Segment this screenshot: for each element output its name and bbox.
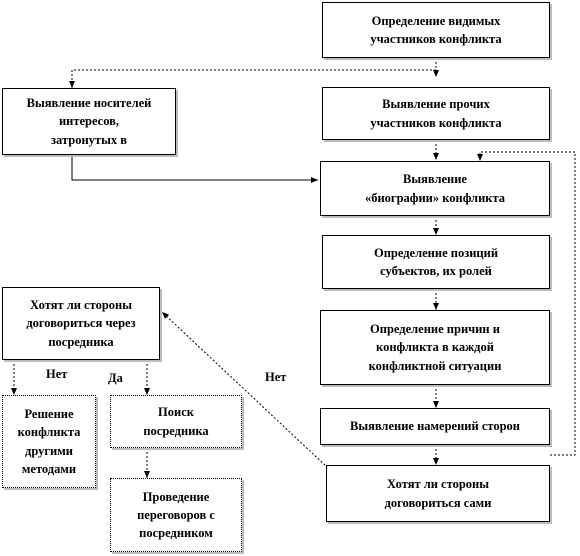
box-find-mediator: Поиск посредника	[110, 395, 242, 448]
box-other-methods: Решение конфликта другими методами	[2, 395, 96, 488]
box-conflict-biography: Выявление «биографии» конфликта	[320, 161, 550, 216]
box-subject-positions: Определение позиций субъектов, их ролей	[322, 235, 550, 289]
label-yes: Да	[108, 371, 123, 385]
box-identify-interest-holders: Выявление носителей интересов, затронуты…	[2, 88, 176, 155]
box-identify-other-participants: Выявление прочих участников конфликта	[322, 87, 550, 140]
box-party-intentions: Выявление намерений сторон	[320, 408, 550, 445]
box-negotiations-with-mediator: Проведение переговоров с посредником	[110, 478, 242, 552]
arrow-loop-b8-to-b4	[477, 151, 576, 456]
arrow-branch-to-b2	[69, 69, 436, 88]
box-agree-themselves: Хотят ли стороны договориться сами	[326, 465, 550, 522]
box-agree-via-mediator: Хотят ли стороны договориться через поср…	[2, 287, 160, 360]
box-conflict-causes: Определение причин и конфликта в каждой …	[320, 310, 550, 385]
arrow-b2-to-b4	[71, 155, 318, 183]
label-no-right: Нет	[265, 370, 287, 384]
label-no-left: Нет	[46, 367, 68, 381]
box-identify-visible-participants: Определение видимых участников конфликта	[322, 2, 550, 58]
arrow-b8-to-b9	[161, 311, 329, 469]
